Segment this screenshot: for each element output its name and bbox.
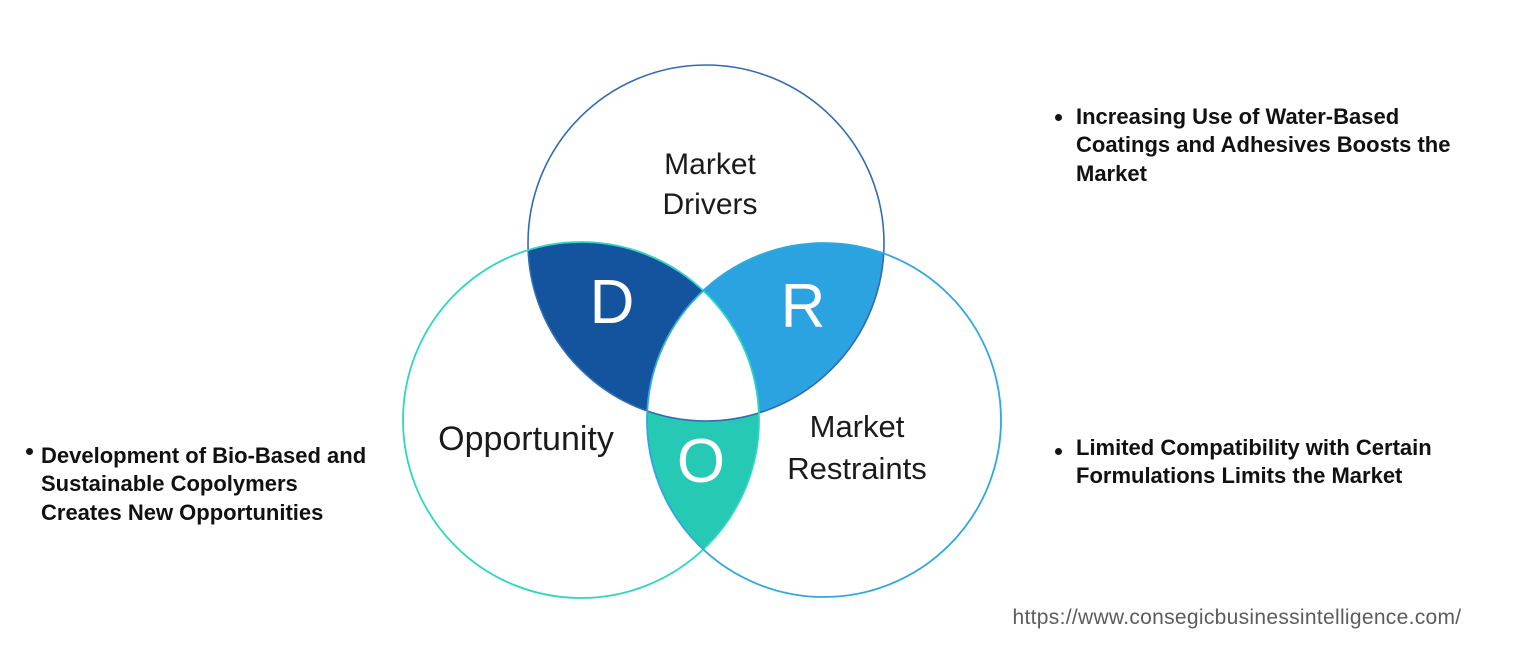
source-url: https://www.consegicbusinessintelligence… — [1012, 606, 1462, 629]
drivers-circle-label: Market Drivers — [663, 145, 758, 225]
bullet-dot — [1055, 448, 1062, 455]
drivers-label-line2: Drivers — [662, 188, 758, 221]
bullet-line: Sustainable Copolymers — [41, 471, 298, 497]
restraints-circle-label: Market Restraints — [787, 406, 927, 490]
drivers-bullet-text: Increasing Use of Water-Based Coatings a… — [1076, 103, 1496, 188]
circle-restraints-outline — [646, 242, 1002, 598]
bullet-line: Market — [1076, 160, 1147, 186]
opportunity-label: Opportunity — [438, 420, 614, 458]
bullet-dot — [26, 448, 33, 455]
drivers-label-line1: Market — [664, 148, 756, 181]
bullet-line: Development of Bio-Based and — [41, 443, 367, 468]
opportunity-circle-label: Opportunity — [438, 419, 614, 459]
restraints-petal-letter: R — [780, 272, 826, 341]
bullet-line: Formulations Limits the Market — [1076, 463, 1403, 489]
restraints-bullet-text: Limited Compatibility with Certain Formu… — [1076, 434, 1496, 491]
bullet-line: Increasing Use of Water-Based — [1076, 104, 1400, 129]
opportunity-petal-letter: O — [676, 427, 726, 496]
bullet-line: Creates New Opportunities — [41, 499, 324, 525]
bullet-line: Limited Compatibility with Certain — [1076, 435, 1432, 460]
bullet-line: Coatings and Adhesives Boosts the — [1076, 132, 1451, 158]
restraints-label-line2: Restraints — [787, 451, 927, 486]
circle-opportunity-outline — [402, 241, 760, 599]
restraints-label-line1: Market — [809, 409, 905, 444]
drivers-petal-letter: D — [589, 268, 635, 337]
opportunity-bullet-text: Development of Bio-Based and Sustainable… — [41, 442, 421, 527]
circle-drivers-outline — [527, 64, 885, 422]
bullet-dot — [1055, 114, 1062, 121]
